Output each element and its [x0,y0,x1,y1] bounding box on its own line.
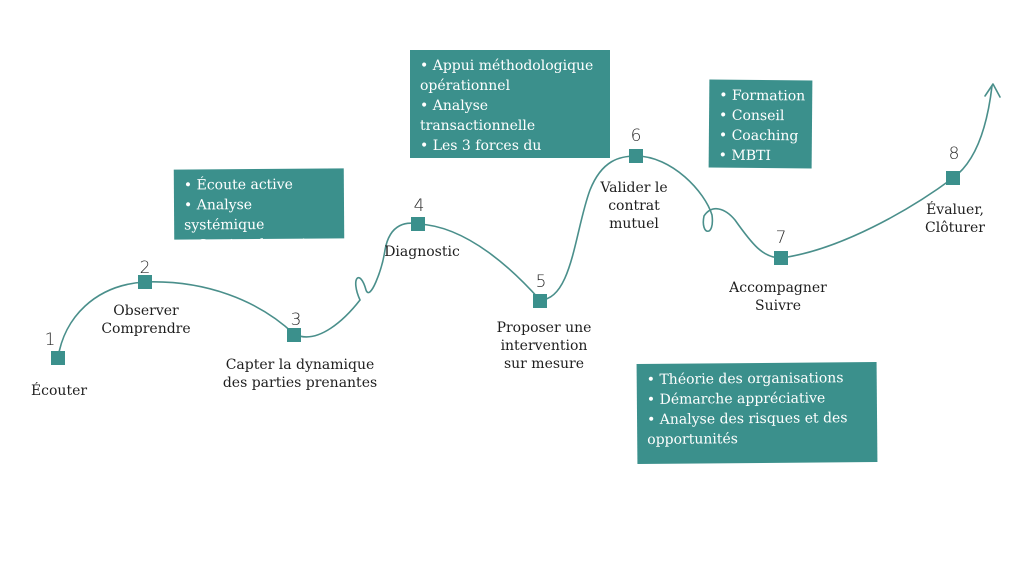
box-item: Conseil [719,106,802,127]
box-item: Les 3 forces du changement [420,136,600,176]
step-node-1 [51,351,65,365]
step-node-6 [629,149,643,163]
step-2-label: Observer Comprendre [101,303,191,338]
step-8-number: 8 [948,144,960,164]
step-6-number: 6 [630,126,642,146]
step-7-label: Accompagner Suivre [729,280,827,315]
step-5-number: 5 [535,272,547,292]
step-node-2 [138,275,152,289]
step-node-7 [774,251,788,265]
step-3-label: Capter la dynamique des parties prenante… [222,357,378,392]
box-item: Gestion de projet [184,234,334,255]
box-item: Analyse des risques et des opportunités [647,408,867,450]
step-node-3 [287,328,301,342]
box-item: Coaching [719,126,802,147]
step-node-8 [946,171,960,185]
box-item: Analyse systémique [184,194,334,235]
box-item: Formation [719,86,805,107]
box-item: Appui méthodologique opérationnel [420,56,600,96]
step-8-label: Évaluer, Clôturer [925,202,985,237]
step-node-5 [533,294,547,308]
box-item: MBTI [719,146,802,167]
step-5-label: Proposer une intervention sur mesure [496,320,592,373]
box-item: Analyse transactionnelle [420,96,600,136]
skills-box-diagnostic: Appui méthodologique opérationnel Analys… [410,50,610,174]
step-4-label: Diagnostic [384,244,460,260]
step-3-number: 3 [290,310,302,330]
box-item: Démarche appréciative [647,388,867,410]
step-2-number: 2 [139,258,151,278]
skills-box-organizations: Théorie des organisations Démarche appré… [636,361,878,465]
arrow-head [984,83,1001,98]
step-4-number: 4 [413,196,425,216]
step-1-number: 1 [44,330,56,350]
step-7-number: 7 [775,228,787,248]
skills-box-listening: Écoute active Analyse systémique Gestion… [173,168,345,253]
box-item: Théorie des organisations [647,368,867,390]
step-6-label: Valider le contrat mutuel [600,180,668,233]
step-1-label: Écouter [30,383,88,399]
step-node-4 [411,217,425,231]
step-nodes [51,149,960,365]
box-item: Écoute active [184,174,334,195]
skills-box-support: Formation Conseil Coaching MBTI [708,79,813,169]
